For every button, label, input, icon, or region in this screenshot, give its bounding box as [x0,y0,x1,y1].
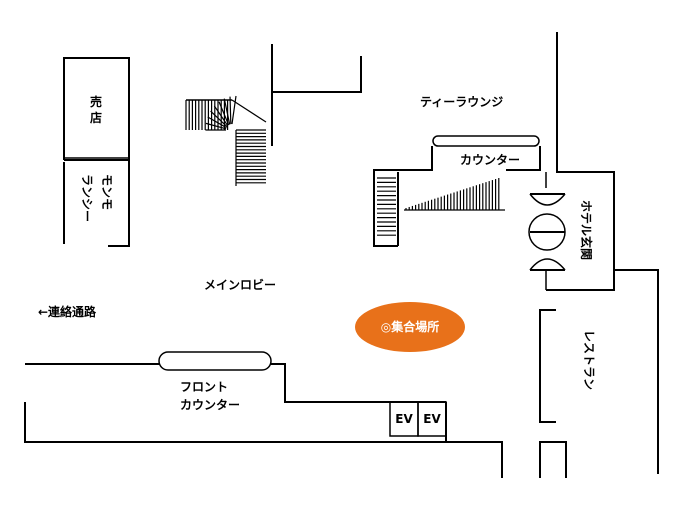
monmorancy-label-col-1: モンモ [100,174,114,210]
front-label-line2: カウンター [180,398,240,412]
stair-step [213,105,229,127]
stair-step [223,98,231,125]
restaurant [539,309,556,423]
stairs-left [185,95,267,186]
hotel-entrance [528,171,615,291]
front-counter [25,351,446,403]
lounge-counter-top [432,135,540,147]
stair-step [205,122,227,130]
outer-wall-right [614,269,659,474]
stair-step [210,110,228,128]
bottom-walls [24,402,567,478]
kiosk-label: 売 店 [90,94,102,125]
central-wall [271,44,362,146]
elevators: EV EV [389,401,447,442]
meeting-point-label: ◎集合場所 [381,319,439,334]
stair-step [207,116,227,129]
passage-label: ←連絡通路 [38,304,97,319]
front-label-line1: フロント [180,380,228,394]
elevator-right-label: EV [423,412,441,426]
tea-lounge-label: ティーラウンジ [420,95,503,109]
tea-lounge-walls [373,32,558,247]
kiosk-label-char-2: 店 [90,110,102,125]
monmorancy-label-col-2: ランシー [80,174,94,222]
counter-label: カウンター [460,153,520,167]
stair-edge [231,99,267,123]
door-arc-top [529,193,566,206]
meeting-point-marker [355,302,465,352]
door-arc-bottom [529,258,566,271]
stair-step [229,96,232,125]
stairs-right [377,177,505,236]
kiosk-room [63,57,130,160]
front-counter-desk [158,351,272,371]
hotel-entrance-text: ホテル玄関 [579,200,594,260]
hotel-entrance-label: ホテル玄関 [579,200,594,260]
main-lobby-label: メインロビー [204,277,276,292]
elevator-left-label: EV [395,412,413,426]
revolving-door-icon [528,213,566,251]
restaurant-label: レストラン [582,330,596,390]
kiosk-label-char-1: 売 [90,94,102,109]
stair-step [231,95,237,125]
stair-step [218,101,230,126]
monmorancy-room [63,159,130,247]
restaurant-text: レストラン [582,330,596,390]
monmorancy-label: モンモ ランシー [80,174,114,222]
meeting-point: ◎集合場所 [355,302,465,352]
